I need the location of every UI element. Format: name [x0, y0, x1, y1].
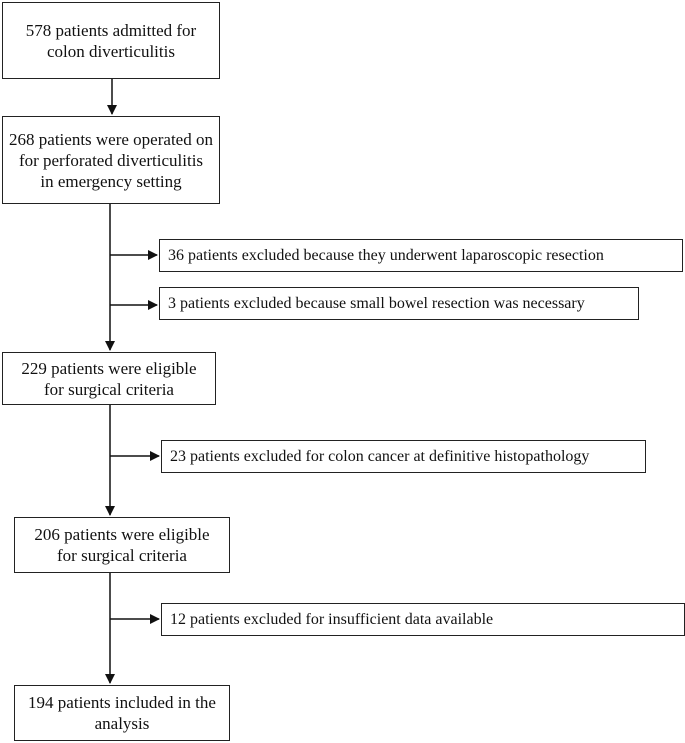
- exclusion-colon-cancer-text: 23 patients excluded for colon cancer at…: [170, 447, 590, 465]
- step-eligible-229-text: 229 patients were eligible for surgical …: [21, 358, 197, 399]
- step-operated-text: 268 patients were operated on for perfor…: [9, 129, 213, 191]
- exclusion-insufficient-data-box: 12 patients excluded for insufficient da…: [161, 603, 685, 636]
- step-included-text: 194 patients included in the analysis: [28, 693, 216, 733]
- exclusion-small-bowel-text: 3 patients excluded because small bowel …: [168, 294, 585, 312]
- step-admitted-box: 578 patients admitted for colon divertic…: [2, 2, 220, 79]
- step-included-box: 194 patients included in the analysis: [14, 685, 230, 741]
- exclusion-insufficient-data-text: 12 patients excluded for insufficient da…: [170, 610, 494, 628]
- step-admitted-text: 578 patients admitted for colon divertic…: [25, 20, 197, 61]
- exclusion-colon-cancer-box: 23 patients excluded for colon cancer at…: [161, 440, 646, 473]
- exclusion-small-bowel-box: 3 patients excluded because small bowel …: [159, 287, 639, 320]
- step-eligible-206-box: 206 patients were eligible for surgical …: [14, 517, 230, 573]
- step-eligible-206-text: 206 patients were eligible for surgical …: [34, 525, 210, 565]
- exclusion-laparoscopic-text: 36 patients excluded because they underw…: [168, 246, 604, 264]
- step-operated-box: 268 patients were operated on for perfor…: [2, 116, 220, 204]
- step-eligible-229-box: 229 patients were eligible for surgical …: [2, 352, 216, 405]
- exclusion-laparoscopic-box: 36 patients excluded because they underw…: [159, 239, 683, 272]
